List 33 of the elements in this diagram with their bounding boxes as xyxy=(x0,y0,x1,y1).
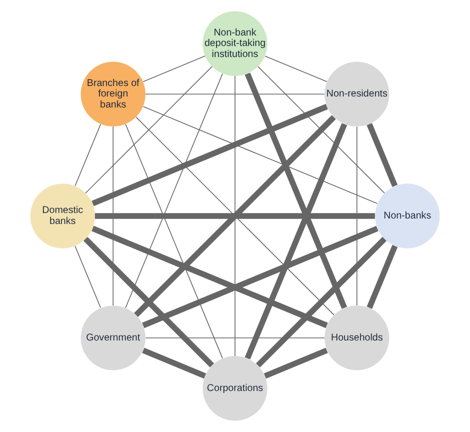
connector xyxy=(85,66,212,194)
connector xyxy=(366,123,398,187)
connector xyxy=(244,123,348,360)
node-circle: Non-banks xyxy=(375,184,440,248)
connector xyxy=(264,56,328,82)
connector xyxy=(256,236,387,368)
connector xyxy=(142,348,206,379)
connector xyxy=(112,126,114,306)
connector xyxy=(92,226,328,328)
connector xyxy=(145,337,325,338)
node-circle: Non-bank deposit-taking institutions xyxy=(202,11,268,76)
connector xyxy=(264,348,328,379)
connector xyxy=(142,226,378,328)
connector xyxy=(258,66,385,194)
node-circle: Government xyxy=(80,306,146,370)
connector xyxy=(244,72,348,309)
connector xyxy=(74,124,102,186)
connector xyxy=(142,56,206,82)
node-circle: Branches of foreign banks xyxy=(80,62,146,126)
connector xyxy=(74,246,102,308)
connector xyxy=(366,244,398,309)
connector xyxy=(94,213,375,219)
connector xyxy=(83,236,214,368)
connector xyxy=(356,126,358,306)
connector xyxy=(92,104,328,206)
connector xyxy=(125,124,223,359)
node-circle: Households xyxy=(324,306,390,370)
node-circle: Corporations xyxy=(202,356,268,421)
node-circle: Domestic banks xyxy=(30,184,95,248)
node-circle: Non-residents xyxy=(324,62,390,126)
connector xyxy=(142,106,378,204)
connector xyxy=(125,73,223,308)
connector xyxy=(234,76,236,356)
